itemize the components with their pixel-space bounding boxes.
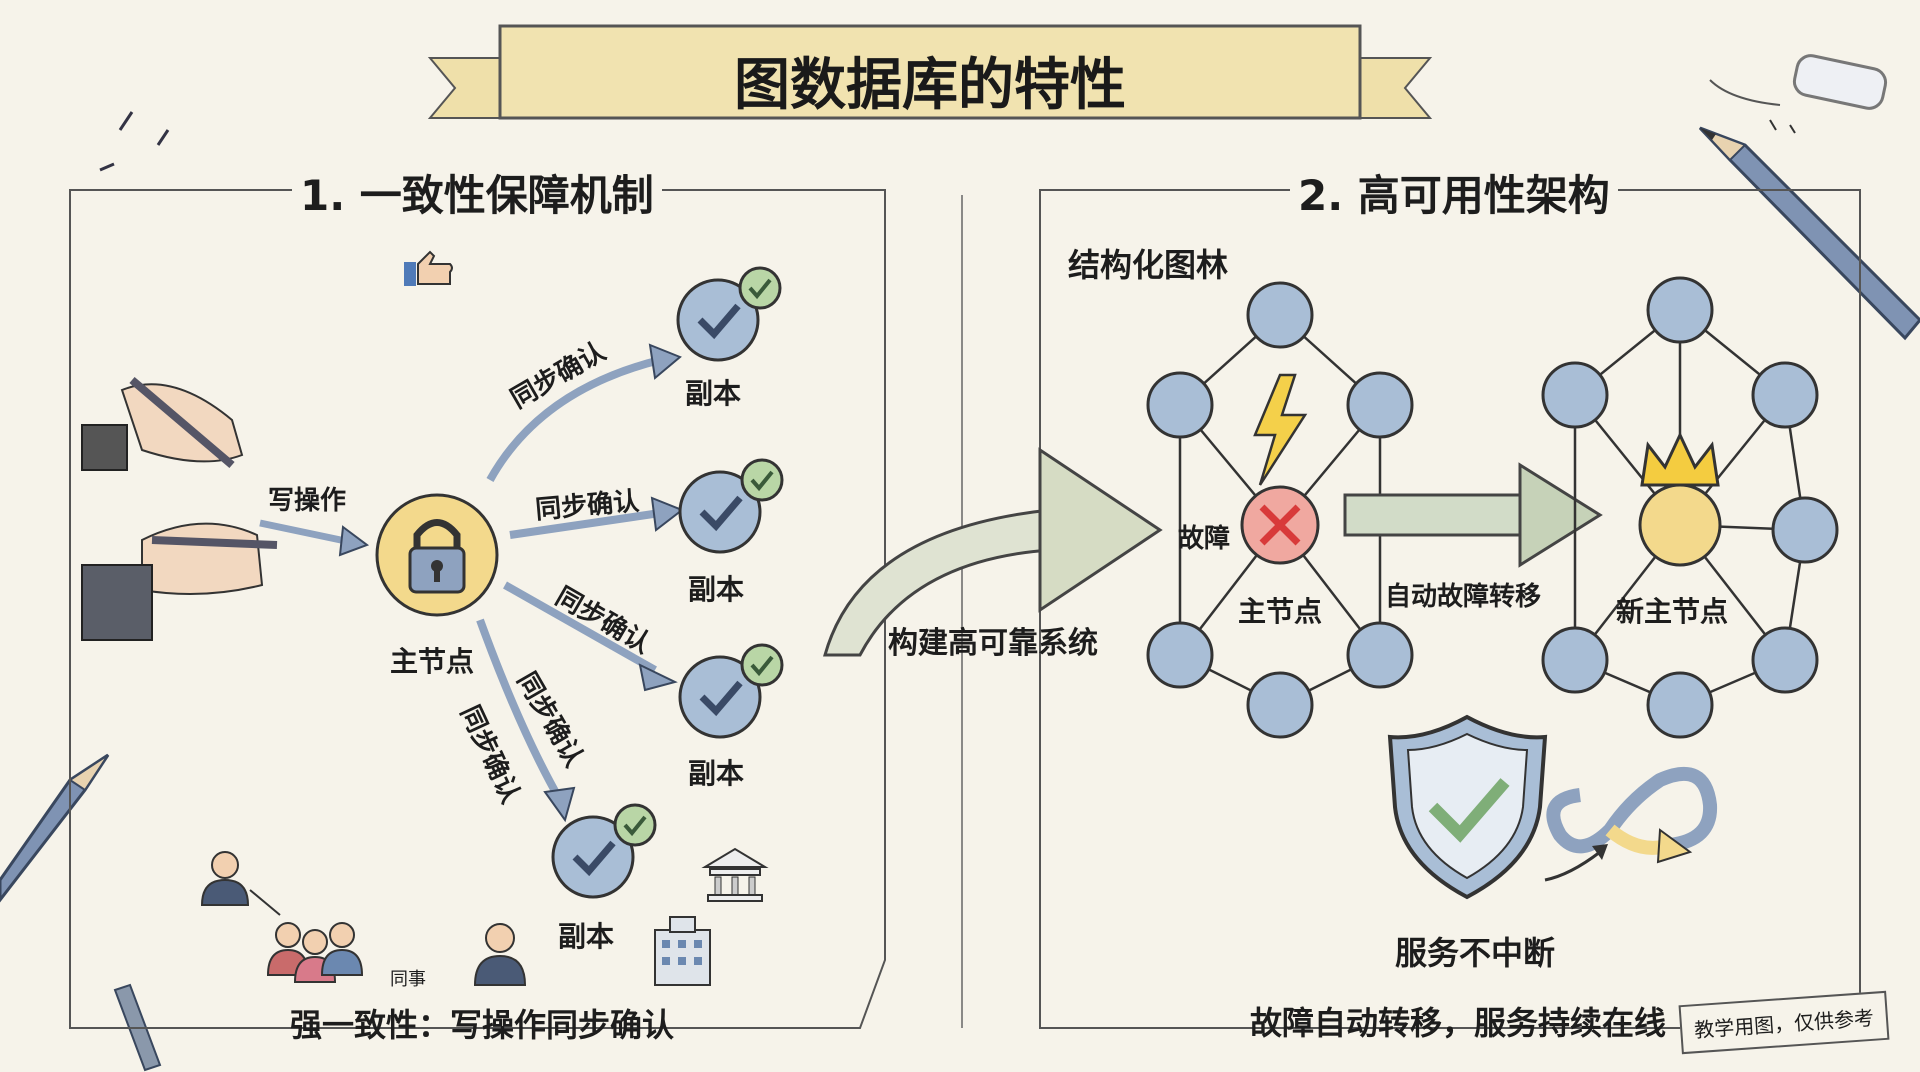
colleague-label: 同事 xyxy=(390,969,426,990)
replica-node xyxy=(670,266,790,363)
footer-note-text: 教学用图，仅供参考 xyxy=(1693,1005,1875,1043)
check-icon xyxy=(572,840,616,877)
replica-label: 副本 xyxy=(558,920,615,953)
fault-label: 故障 xyxy=(1178,524,1231,554)
bank-icon xyxy=(701,847,769,902)
person-icon xyxy=(200,851,364,983)
replica-node xyxy=(672,458,792,555)
crown-icon xyxy=(1640,431,1720,487)
replica-label: 副本 xyxy=(685,377,742,410)
check-icon xyxy=(699,495,743,532)
page-title: 图数据库的特性 xyxy=(734,53,1126,118)
section1-caption: 强一致性：写操作同步确认 xyxy=(290,1006,675,1044)
new-master-graph xyxy=(1541,276,1839,739)
replica-label: 副本 xyxy=(688,573,745,606)
section2-heading: 2. 高可用性架构 xyxy=(1290,162,1618,223)
fault-master-label: 主节点 xyxy=(1238,595,1323,628)
failover-label: 自动故障转移 xyxy=(1385,582,1542,612)
check-icon xyxy=(699,680,743,717)
check-icon xyxy=(1428,778,1510,843)
master-node xyxy=(372,490,502,620)
section2-subheading: 结构化图林 xyxy=(1068,246,1229,284)
title-banner: 图数据库的特性 xyxy=(427,18,1433,130)
building-icon xyxy=(654,916,711,986)
sync-arrows xyxy=(476,343,685,823)
person-icon xyxy=(473,923,527,986)
service-label: 服务不中断 xyxy=(1395,934,1556,972)
replica-label: 副本 xyxy=(688,757,745,790)
section2-caption: 故障自动转移，服务持续在线 xyxy=(1250,1004,1667,1042)
pencil-icon xyxy=(1698,126,1920,341)
replica-node xyxy=(545,803,665,900)
infinity-arrows-icon xyxy=(1544,766,1718,882)
cross-icon xyxy=(1259,504,1301,546)
lock-icon xyxy=(375,493,499,617)
section1-heading: 1. 一致性保障机制 xyxy=(292,162,662,223)
write-arrow xyxy=(259,519,370,557)
fault-graph xyxy=(1146,281,1414,739)
master-label: 主节点 xyxy=(390,645,475,678)
bridge-arrow xyxy=(823,447,1163,657)
eraser-icon xyxy=(1792,54,1888,110)
pencil-icon xyxy=(0,753,110,903)
lightning-icon xyxy=(1253,373,1308,486)
hand-icon xyxy=(81,376,278,641)
write-label: 写操作 xyxy=(268,486,347,516)
shield-icon xyxy=(1387,714,1548,900)
bridge-label: 构建高可靠系统 xyxy=(888,626,1098,661)
check-icon xyxy=(697,303,741,340)
thumbs-up-icon xyxy=(404,250,453,286)
replica-node xyxy=(672,643,792,740)
failover-arrow xyxy=(1343,462,1603,568)
new-master-label: 新主节点 xyxy=(1616,595,1729,628)
